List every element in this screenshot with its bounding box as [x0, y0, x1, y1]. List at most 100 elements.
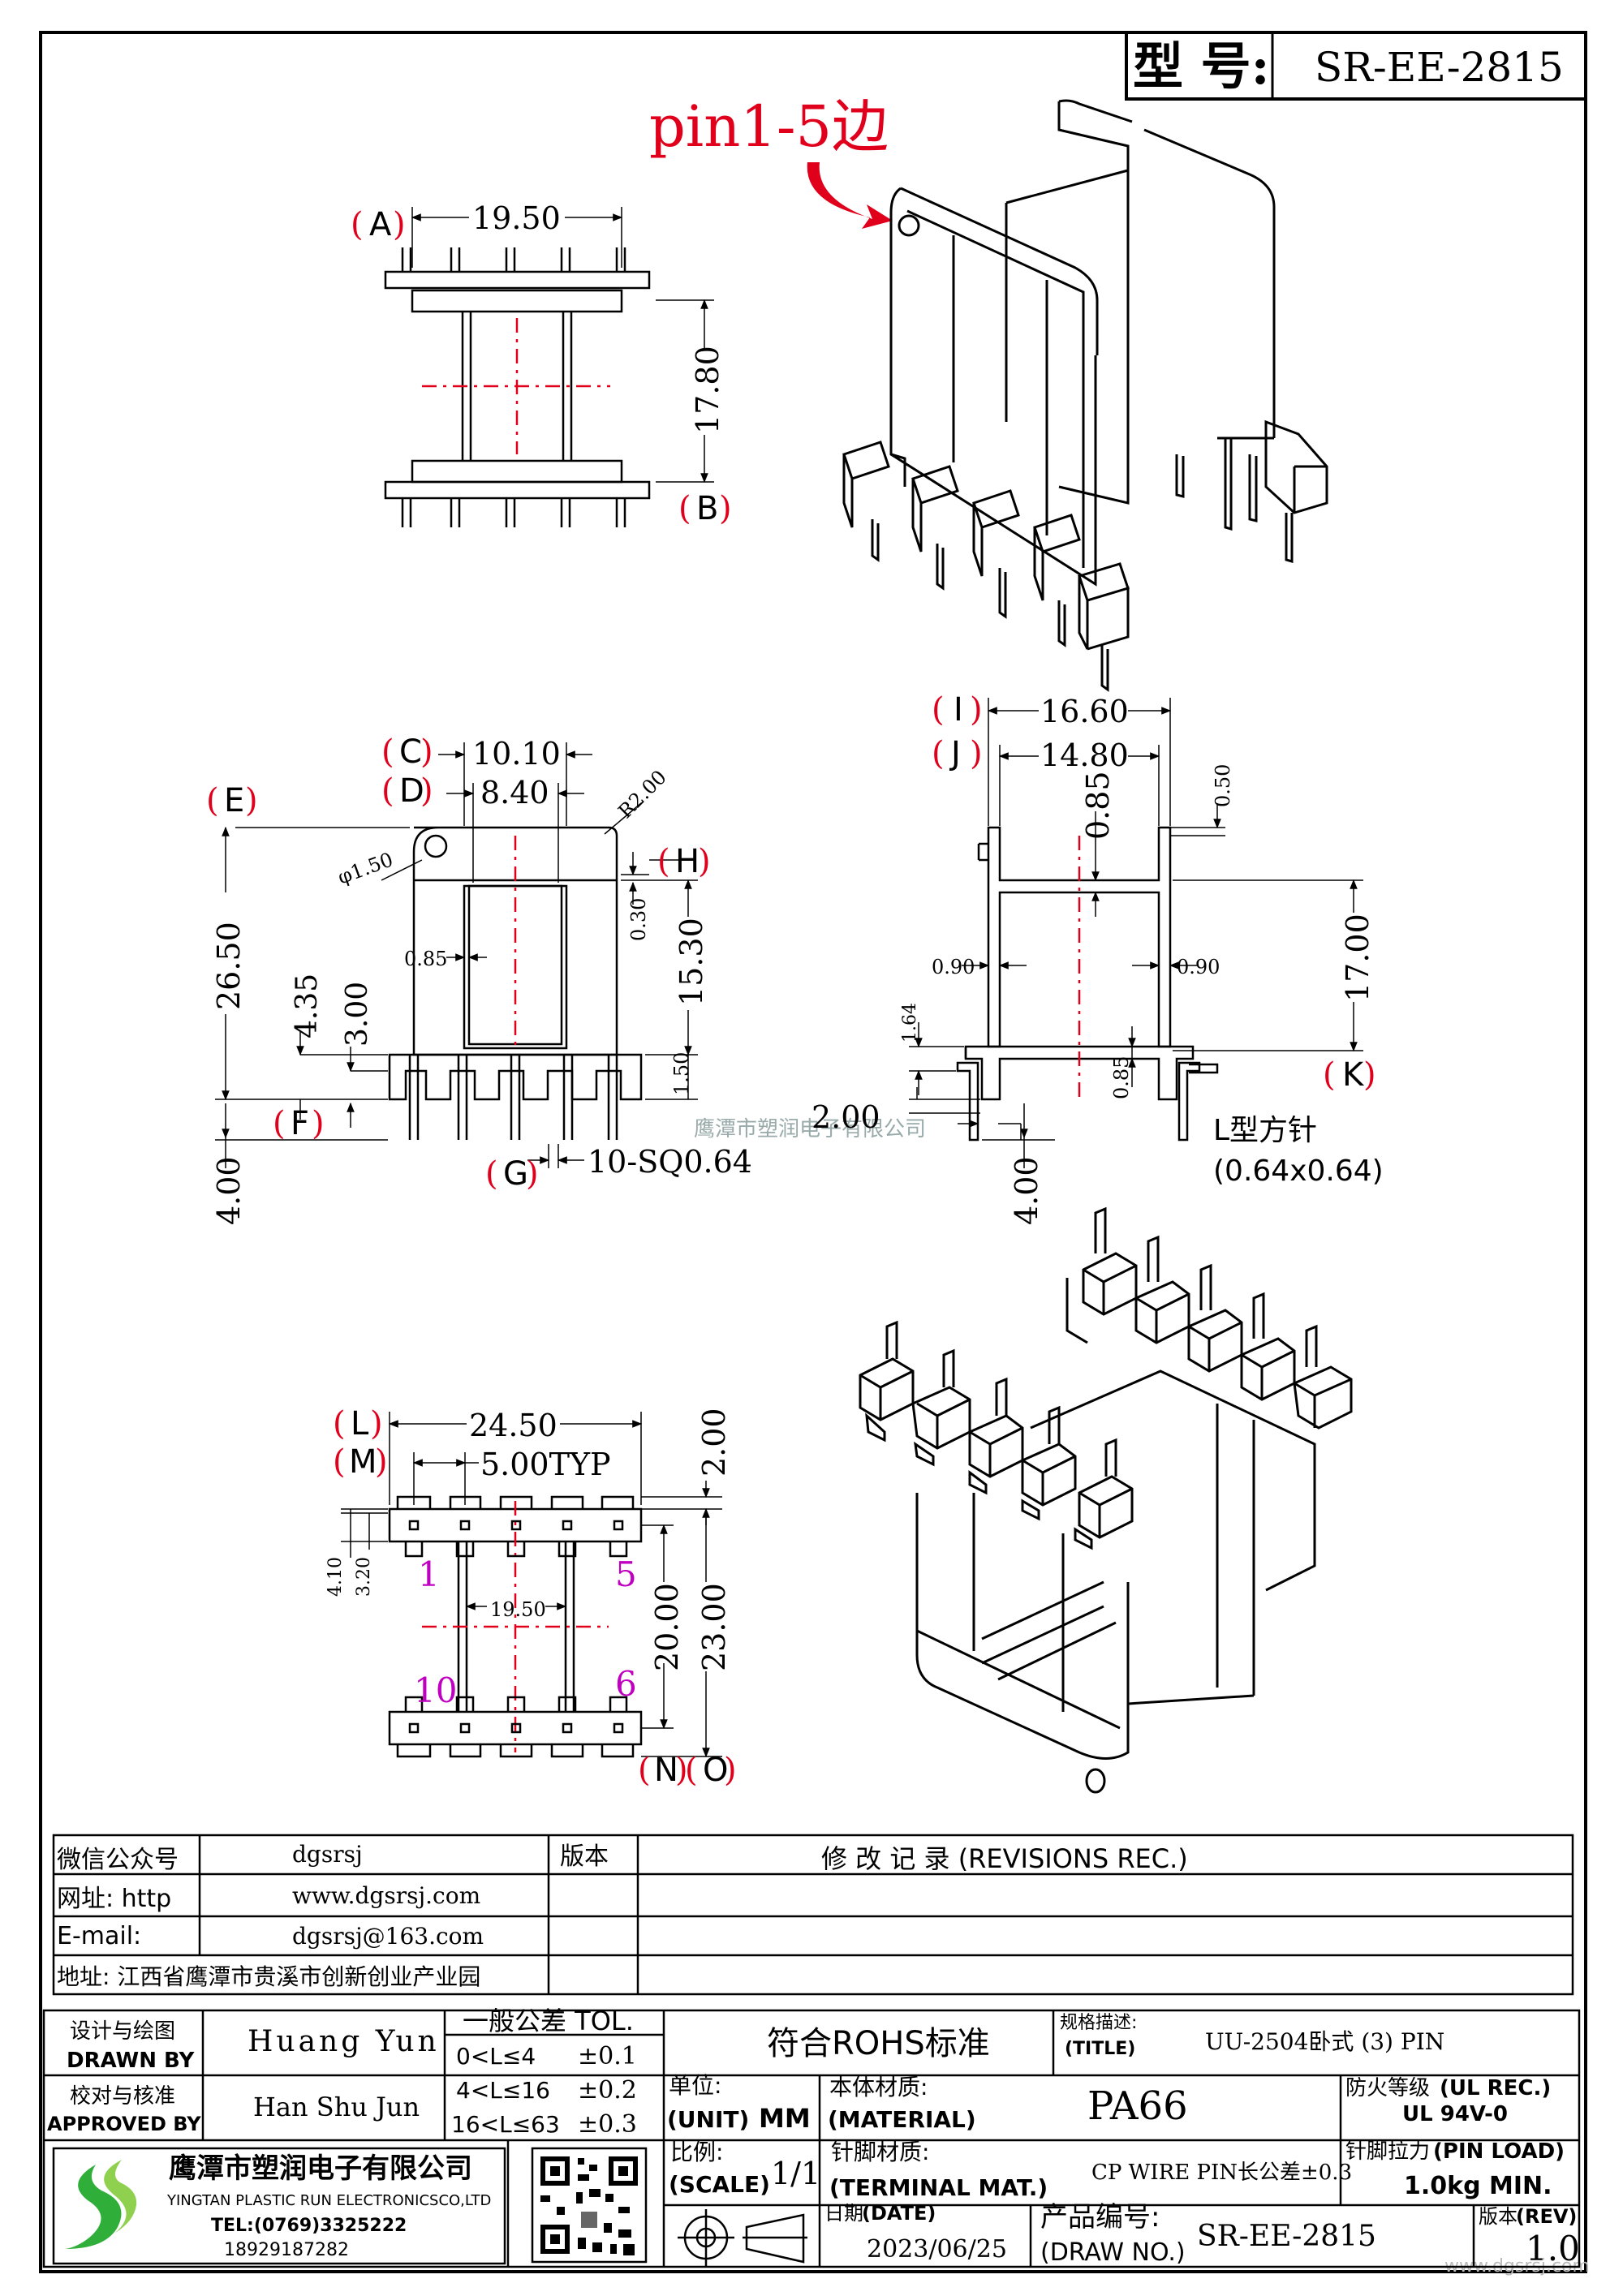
dim-D-value: 8.40: [480, 775, 549, 810]
callout-arrow-icon: [807, 162, 893, 229]
dim-320: 3.20: [354, 1557, 374, 1597]
dim-E-paren: (: [206, 782, 219, 819]
tolerance-value-3: ±0.3: [578, 2110, 637, 2139]
wechat-label: 微信公众号: [57, 1846, 179, 1874]
dim-hole: φ1.50: [334, 848, 396, 888]
dim-C-value: 10.10: [472, 736, 561, 772]
dim-H-paren: (: [657, 843, 670, 880]
tolerance-range-3: 16<L≤63: [451, 2111, 560, 2138]
dim-L-paren-close: ): [370, 1405, 383, 1443]
dim-N-label: N: [654, 1752, 678, 1789]
dim-A-paren: (: [351, 206, 364, 243]
rev-value: 1.0: [1526, 2229, 1580, 2268]
web-label: 网址: http: [57, 1885, 171, 1913]
unit-en: (UNIT): [667, 2106, 749, 2133]
dim-height-value: 17.80: [690, 346, 725, 434]
qr-code-icon: [540, 2156, 638, 2255]
title-value: UU-2504卧式 (3) PIN: [1205, 2028, 1444, 2055]
tolerance-value-2: ±0.2: [578, 2076, 637, 2105]
dim-M-paren-close: ): [375, 1443, 388, 1481]
dim-410: 4.10: [325, 1557, 346, 1597]
tolerance-title: 一般公差 TOL.: [463, 2006, 634, 2036]
terminal-value: CP WIRE PIN长公差±0.3: [1091, 2161, 1352, 2185]
dim-D-label: D: [399, 772, 424, 810]
dim-E-label: E: [224, 782, 244, 819]
dim-150: 1.50: [670, 1052, 693, 1095]
dim-O-label: O: [703, 1752, 728, 1789]
watermark-company: 鹰潭市塑润电子有限公司: [694, 1117, 926, 1142]
dim-200-bottom: 2.00: [696, 1408, 732, 1477]
dim-A-paren-close: ): [393, 206, 406, 243]
dim-L-value: 24.50: [469, 1408, 558, 1443]
dim-I-paren: (: [932, 691, 945, 729]
dim-B-paren-close: ): [719, 490, 732, 527]
bottom-view: [341, 1412, 722, 1758]
pin-note-1: L型方针: [1213, 1114, 1317, 1147]
terminal-en: (TERMINAL MAT.): [829, 2174, 1048, 2201]
dim-K-label: K: [1342, 1056, 1365, 1094]
unit-value: MM: [759, 2103, 811, 2134]
dim-090-left: 0.90: [932, 956, 975, 978]
dim-1950-bottom: 19.50: [490, 1598, 546, 1621]
model-header: 型 号: SR-EE-2815: [1125, 31, 1587, 101]
dim-E-value: 26.50: [211, 922, 247, 1010]
rohs-statement: 符合ROHS标准: [767, 2025, 990, 2062]
terminal-cn: 针脚材质:: [831, 2139, 929, 2165]
revision-label: 版本: [560, 1842, 609, 1871]
dim-085-side-top: 0.85: [1080, 771, 1116, 840]
dim-D-paren: (: [381, 772, 394, 810]
email-label: E-mail:: [57, 1922, 141, 1950]
company-name-cn: 鹰潭市塑润电子有限公司: [169, 2152, 472, 2185]
top-view: [384, 207, 714, 527]
drawn-by-cn: 设计与绘图: [70, 2019, 175, 2044]
company-phone: 18929187282: [224, 2240, 349, 2260]
dim-K-paren: (: [1323, 1056, 1336, 1094]
title-block: [42, 2009, 1581, 2268]
dim-085: 0.85: [404, 948, 447, 970]
dim-C-paren: (: [381, 733, 394, 771]
dim-2000: 20.00: [649, 1583, 685, 1671]
dim-M-paren: (: [333, 1443, 346, 1481]
title-en: (TITLE): [1065, 2039, 1135, 2059]
info-table: [52, 1834, 1574, 1996]
revision-records: 修 改 记 录 (REVISIONS REC.): [821, 1843, 1188, 1874]
dim-G-paren-close: ): [526, 1155, 539, 1193]
dim-O-paren-close: ): [724, 1752, 737, 1789]
web-value: www.dgsrsj.com: [292, 1882, 480, 1909]
dim-E-paren-close: ): [245, 782, 258, 819]
drawing-no-cn: 产品编号:: [1040, 2201, 1160, 2234]
company-logo-icon: [65, 2160, 137, 2249]
title-cn: 规格描述:: [1060, 2013, 1137, 2033]
scale-en: (SCALE): [669, 2171, 770, 2198]
pin-note-2: (0.64x0.64): [1213, 1154, 1384, 1188]
tolerance-range-2: 4<L≤16: [456, 2077, 550, 2104]
dim-200-side: 2.00: [812, 1099, 880, 1135]
rev-cn: 版本: [1479, 2205, 1518, 2228]
dim-C-paren-close: ): [420, 733, 433, 771]
material-en: (MATERIAL): [828, 2106, 976, 2133]
unit-cn: 单位:: [669, 2072, 721, 2099]
date-value: 2023/06/25: [867, 2235, 1007, 2264]
pin-label-6: 6: [615, 1664, 637, 1704]
dim-L-paren: (: [333, 1405, 346, 1443]
email-value: dgsrsj@163.com: [292, 1923, 484, 1950]
dim-J-paren: (: [932, 735, 945, 772]
pin-load-en: (PIN LOAD): [1433, 2139, 1565, 2164]
company-name-en: YINGTAN PLASTIC RUN ELECTRONICSCO,LTD: [166, 2192, 491, 2209]
dim-G-value: 10-SQ0.64: [588, 1144, 752, 1180]
dim-L-label: L: [351, 1405, 369, 1443]
date-cn: 日期: [824, 2202, 863, 2225]
dim-I-value: 16.60: [1040, 694, 1129, 729]
dim-400-side: 4.00: [1009, 1156, 1044, 1225]
pin-label-1: 1: [418, 1554, 440, 1594]
fire-rating-en: (UL REC.): [1440, 2076, 1551, 2100]
tolerance-range-1: 0<L≤4: [456, 2043, 536, 2070]
dim-1700: 17.00: [1340, 914, 1375, 1002]
pin-load-cn: 针脚拉力: [1345, 2139, 1430, 2164]
pin-load-value: 1.0kg MIN.: [1404, 2172, 1552, 2200]
iso-view-bottom: [859, 1206, 1353, 1794]
dim-A-label: A: [369, 206, 392, 243]
tolerance-value-1: ±0.1: [578, 2042, 637, 2070]
iso-view-top: [842, 99, 1328, 692]
model-value: SR-EE-2815: [1315, 44, 1564, 91]
